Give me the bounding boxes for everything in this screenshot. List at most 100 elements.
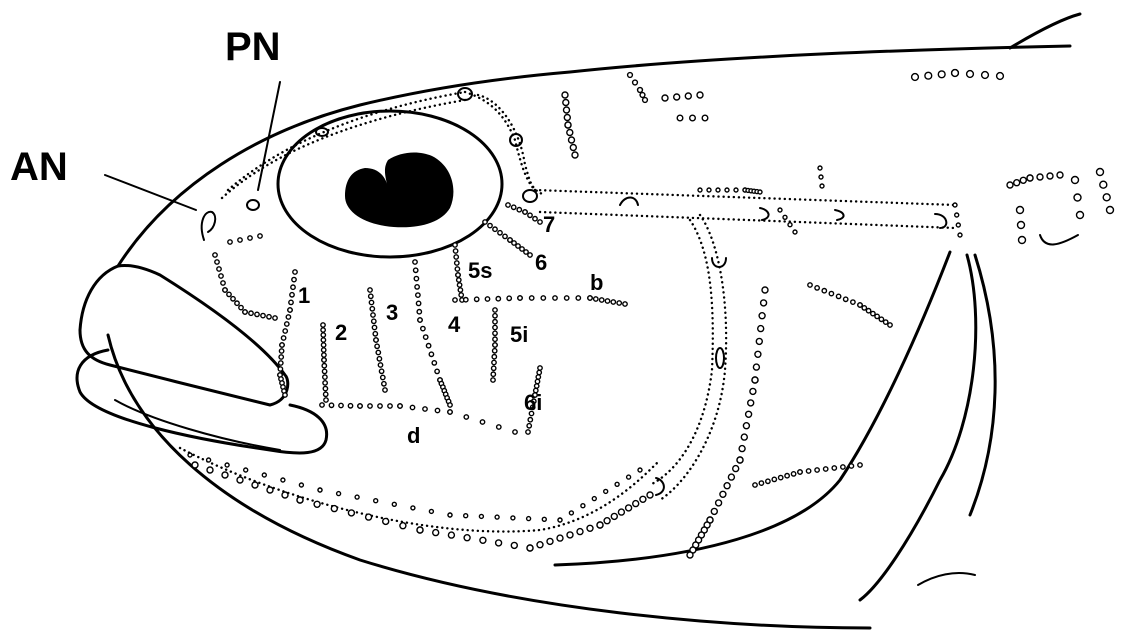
pore-row-d bbox=[480, 420, 484, 424]
pore-row-lateral-extra bbox=[725, 188, 729, 192]
pore-row-5s bbox=[453, 243, 457, 247]
pore-row-lateral-extra-2 bbox=[818, 166, 822, 170]
pore-row-5s bbox=[457, 283, 461, 287]
pore-row-2 bbox=[322, 369, 326, 373]
pore-row-1 bbox=[291, 285, 295, 289]
pore-row-mandibular bbox=[547, 538, 553, 544]
pore-row-mandibular bbox=[297, 497, 303, 503]
pore-row-3 bbox=[375, 344, 379, 348]
pore-row-7 bbox=[528, 213, 532, 217]
pore-row-trunk-3 bbox=[1074, 194, 1081, 201]
pore-row-opercle-upper bbox=[836, 294, 840, 298]
pore-row-opercle bbox=[750, 388, 756, 394]
pore-row-mandibular-inner bbox=[281, 478, 285, 482]
pore-row-6 bbox=[498, 231, 502, 235]
pore-row-7 bbox=[533, 217, 537, 221]
pore-row-mandibular-inner bbox=[244, 468, 248, 472]
pore-row-4 bbox=[421, 326, 425, 330]
pore-row-opercle bbox=[743, 423, 749, 429]
pore-row-lateral-extra bbox=[716, 188, 720, 192]
pore-row-mandibular bbox=[383, 518, 389, 524]
pore-row-trunk-4 bbox=[1103, 194, 1110, 201]
canal-pore bbox=[835, 210, 844, 220]
pore-row-trunk-2 bbox=[1019, 237, 1026, 244]
pore-row-trunk-4 bbox=[1100, 181, 1107, 188]
pore-row-4 bbox=[414, 268, 418, 272]
pore-row-opercle bbox=[741, 434, 747, 440]
pore-row-mandibular bbox=[557, 535, 563, 541]
pore-row-mandibular-inner bbox=[627, 475, 631, 479]
pore-row-3 bbox=[368, 288, 372, 292]
pore-row-mandibular bbox=[611, 513, 617, 519]
pore-row-nape bbox=[572, 152, 578, 158]
pore-row-lateral-extra-3 bbox=[793, 230, 797, 234]
pore-row-b bbox=[485, 297, 489, 301]
pore-row-1a bbox=[231, 297, 235, 301]
pore-row-1 bbox=[286, 315, 290, 319]
pore-row-opercle bbox=[733, 466, 739, 472]
pore-row-trunk bbox=[1047, 173, 1053, 179]
pore-row-6i bbox=[528, 418, 532, 422]
pore-row-d bbox=[368, 404, 372, 408]
pore-row-d bbox=[398, 404, 402, 408]
pore-row-2 bbox=[321, 328, 325, 332]
pore-row-opercle bbox=[737, 457, 743, 463]
pore-row-2 bbox=[321, 338, 325, 342]
pore-row-trunk-4 bbox=[1097, 169, 1104, 176]
pore-row-trunk-3 bbox=[1072, 177, 1079, 184]
pore-row-6i bbox=[535, 384, 539, 388]
pore-row-mandibular bbox=[496, 540, 502, 546]
pore-row-lateral-extra-4 bbox=[958, 233, 962, 237]
pore-row-nape-2 bbox=[640, 93, 645, 98]
pore-row-opercle bbox=[746, 411, 752, 417]
pore-row-opercle bbox=[753, 364, 759, 370]
pore-row-supra bbox=[228, 240, 232, 244]
pore-row-5i bbox=[492, 355, 496, 359]
pore-row-1a bbox=[227, 292, 231, 296]
pore-row-nape bbox=[563, 100, 569, 106]
pore-row-nape bbox=[570, 145, 576, 151]
pore-row-5i bbox=[493, 314, 497, 318]
scale-arc bbox=[1040, 235, 1078, 244]
pore-row-lateral-extra-4 bbox=[955, 213, 959, 217]
pore-row-6 bbox=[528, 253, 532, 257]
pore-row-d bbox=[329, 403, 333, 407]
pore-row-mandibular bbox=[480, 537, 486, 543]
pore-row-trunk bbox=[1014, 180, 1020, 186]
pore-row-trunk bbox=[1057, 172, 1063, 178]
pore-row-1 bbox=[278, 367, 282, 371]
pore-row-opercle-lower bbox=[849, 464, 853, 468]
pore-row-trunk bbox=[1020, 177, 1026, 183]
pore-row-opercle-upper bbox=[879, 317, 883, 321]
canal-pore bbox=[523, 190, 537, 202]
label-row-b: b bbox=[590, 270, 603, 295]
pore-row-1 bbox=[285, 322, 289, 326]
pore-row-b bbox=[475, 297, 479, 301]
pectoral-fin-edge bbox=[918, 573, 975, 585]
pore-row-opercle bbox=[755, 351, 761, 357]
pore-row-mandibular bbox=[537, 542, 543, 548]
pore-row-dorsal bbox=[952, 70, 959, 77]
preopercular-canal bbox=[650, 215, 726, 500]
pore-row-mandibular-inner bbox=[448, 513, 452, 517]
pore-row-3 bbox=[369, 300, 373, 304]
pore-row-mandibular-inner bbox=[581, 504, 585, 508]
pore-row-opercle-lower bbox=[791, 472, 795, 476]
pore-row-6 bbox=[493, 227, 497, 231]
pore-row-2 bbox=[321, 333, 325, 337]
pore-row-mandibular bbox=[511, 542, 517, 548]
pore-row-opercle-upper bbox=[851, 300, 855, 304]
pore-row-nape-3 bbox=[697, 92, 703, 98]
pore-row-5i bbox=[493, 325, 497, 329]
pore-row-b bbox=[541, 296, 545, 300]
pore-row-4 bbox=[424, 335, 428, 339]
pore-row-lateral-extra-4 bbox=[956, 223, 960, 227]
pore-row-opercle-lower bbox=[858, 463, 862, 467]
pore-row-b bbox=[594, 297, 598, 301]
pore-row-b bbox=[623, 302, 627, 306]
pore-row-trunk bbox=[1007, 182, 1013, 188]
pore-row-opercle bbox=[711, 508, 717, 514]
pore-row-opercle-lower bbox=[759, 481, 763, 485]
pore-row-1 bbox=[280, 343, 284, 347]
